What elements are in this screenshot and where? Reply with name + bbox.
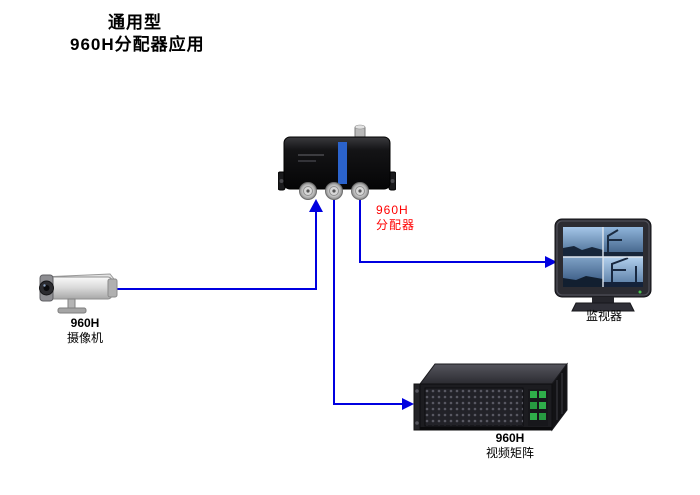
monitor-frame-bevel: [556, 220, 650, 296]
monitor-stand-neck: [592, 297, 614, 303]
rack-ear-hole-bottom: [415, 421, 419, 425]
camera-label-line2: 摄像机: [66, 331, 103, 345]
camera-graphic: [39, 273, 118, 314]
camera-bracket-base: [57, 307, 87, 314]
arrowhead-into-matrix: [402, 398, 414, 410]
arrowhead-into-distributor: [309, 199, 323, 212]
title-line-2: 960H分配器应用: [70, 35, 205, 54]
flange-hole-right: [390, 179, 395, 183]
bnc-connector-bottom-3: [351, 182, 369, 200]
body-print-line1: [298, 154, 324, 156]
wire-distributor-to-monitor: [359, 200, 545, 263]
distributor-body: [283, 136, 391, 190]
camera-back-cap: [107, 278, 118, 298]
matrix-top-face: [419, 363, 568, 385]
title-line-1: 通用型: [108, 13, 162, 32]
video-matrix-graphic: [413, 362, 568, 432]
matrix-label: 960H 视频矩阵: [455, 431, 565, 461]
monitor-graphic: [554, 218, 652, 312]
arrowhead-into-monitor: [545, 256, 557, 268]
body-print-line2: [298, 160, 316, 162]
bnc-connector-bottom-1: [299, 182, 317, 200]
distributor-graphic: [278, 124, 396, 200]
matrix-bottom-edge: [420, 427, 552, 430]
flange-hole-left: [279, 179, 284, 183]
screen-quad-images: [563, 227, 643, 287]
camera-bracket-arm: [67, 298, 76, 309]
monitor-stand-base: [571, 302, 635, 312]
distributor-label-line2: 分配器: [376, 218, 416, 232]
diagram-title: 通用型 960H分配器应用: [70, 12, 205, 56]
vent-hole-grid: [425, 388, 523, 426]
monitor-label-text: 监视器: [585, 309, 622, 323]
camera-label: 960H 摄像机: [35, 316, 135, 346]
camera-body: [47, 276, 113, 300]
distributor-label-line1: 960H: [376, 203, 409, 217]
green-port-modules: [528, 389, 548, 426]
rack-ear-hole-top: [415, 389, 419, 393]
camera-label-line1: 960H: [70, 316, 100, 330]
bnc-connector-bottom-2: [325, 182, 343, 200]
monitor-label: 监视器: [552, 309, 656, 324]
power-led: [638, 290, 642, 294]
blue-label-sticker: [338, 142, 347, 184]
wire-distributor-to-matrix: [333, 200, 402, 405]
matrix-label-line1: 960H: [495, 431, 525, 445]
distributor-label: 960H 分配器: [376, 203, 415, 233]
bnc-connector-top-rim: [354, 124, 366, 130]
camera-lens-glint: [43, 284, 46, 287]
wire-camera-to-distributor: [114, 210, 317, 290]
matrix-label-line2: 视频矩阵: [485, 446, 534, 460]
